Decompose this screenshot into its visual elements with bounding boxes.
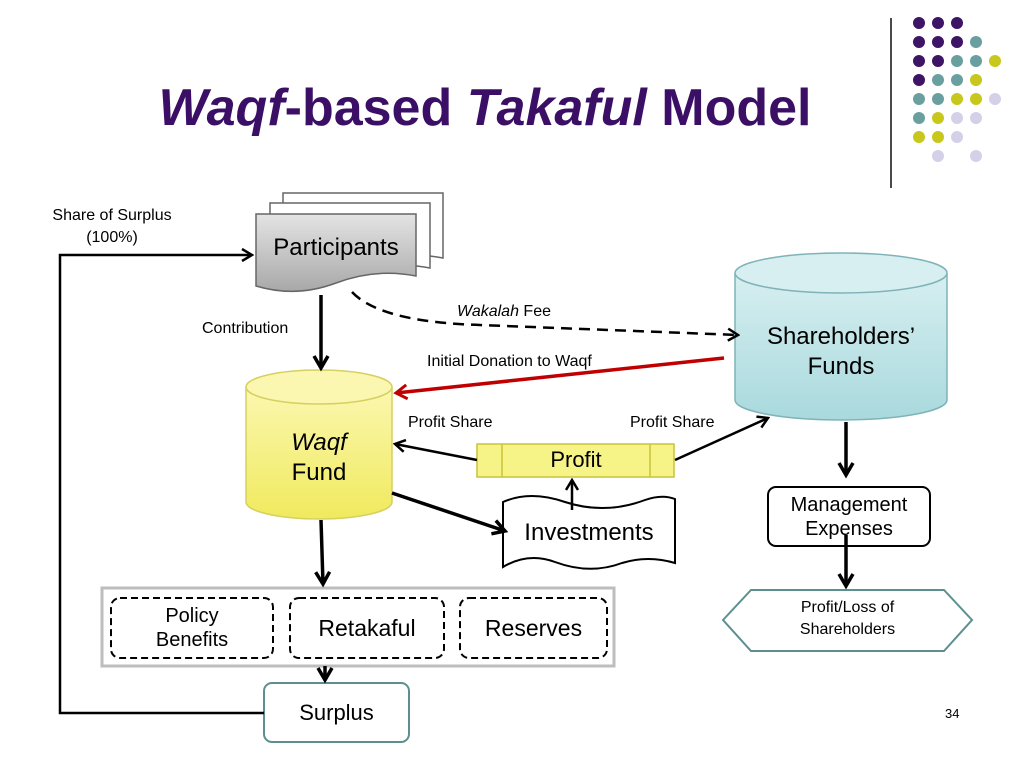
policy-benefits-node: [110, 597, 274, 659]
profit-loss-label-line2: Shareholders: [799, 621, 896, 638]
wakalah-fee-edge: [351, 291, 738, 335]
decorative-divider: [890, 18, 892, 188]
management-expenses-label: Management Expenses: [768, 493, 930, 541]
title-based: -based: [284, 79, 467, 137]
wakalah-fee-text: Fee: [518, 303, 551, 320]
share-of-surplus-line1: Share of Surplus: [52, 207, 172, 224]
title-takaful: Takaful: [466, 79, 647, 137]
contribution-label: Contribution: [202, 320, 289, 337]
profit-label: Profit: [550, 447, 602, 472]
shareholders-label: Shareholders’ Funds: [735, 322, 947, 382]
wakalah-italic: Wakalah: [457, 303, 519, 320]
initial-donation-label: Initial Donation to Waqf: [427, 353, 592, 370]
title-model: Model: [646, 79, 812, 137]
profit-share-left-label: Profit Share: [408, 414, 493, 431]
participants-label: Participants: [273, 234, 399, 261]
profit-node: [476, 443, 675, 478]
shareholders-funds-node: [734, 252, 948, 421]
management-expenses-node: [767, 486, 931, 547]
wakalah-fee-label: Wakalah Fee: [457, 303, 551, 321]
waqf-fund-node: [245, 369, 393, 520]
retakaful-node: [289, 597, 445, 659]
surplus-loop-edge: [58, 255, 264, 715]
reserves-label: Reserves: [484, 615, 583, 641]
management-label-line2: Expenses: [805, 518, 893, 540]
shareholders-label-line1: Shareholders’: [766, 323, 916, 350]
page-number: 34: [945, 706, 960, 721]
surplus-label: Surplus: [299, 700, 374, 725]
waqf-fund-label-line1: Waqf: [291, 429, 347, 456]
policy-label-line2: Benefits: [155, 629, 229, 651]
waqf-fund-label-line2: Fund: [291, 459, 347, 486]
participants-node: [255, 192, 444, 293]
policy-benefits-label: Policy Benefits: [111, 604, 273, 652]
profit-share-shareholders-edge: [674, 418, 768, 462]
decorative-dot-grid: [913, 17, 1001, 162]
policy-label-line1: Policy: [165, 605, 219, 627]
investments-node: [502, 495, 676, 570]
retakaful-label: Retakaful: [318, 615, 416, 641]
initial-donation-edge: [396, 356, 725, 393]
waqf-allocation-edge: [314, 519, 332, 588]
title-waqf: Waqf: [158, 79, 285, 137]
profit-loss-label-line1: Profit/Loss of: [800, 599, 895, 616]
profit-loss-label: Profit/Loss of Shareholders: [751, 597, 944, 641]
profit-share-right-label: Profit Share: [630, 414, 715, 431]
waqf-fund-label: Waqf Fund: [246, 428, 392, 488]
profit-share-waqf-edge: [395, 444, 478, 462]
slide-title: Waqf-based Takaful Model: [0, 78, 970, 138]
share-of-surplus-line2: (100%): [86, 229, 138, 246]
management-label-line1: Management: [790, 494, 908, 516]
profit-loss-node: [721, 589, 974, 652]
waqf-investments-edge: [391, 491, 509, 536]
share-of-surplus-label: Share of Surplus (100%): [12, 205, 212, 249]
reserves-node: [459, 597, 608, 659]
investments-label: Investments: [524, 519, 654, 546]
shareholders-label-line2: Funds: [807, 353, 875, 380]
